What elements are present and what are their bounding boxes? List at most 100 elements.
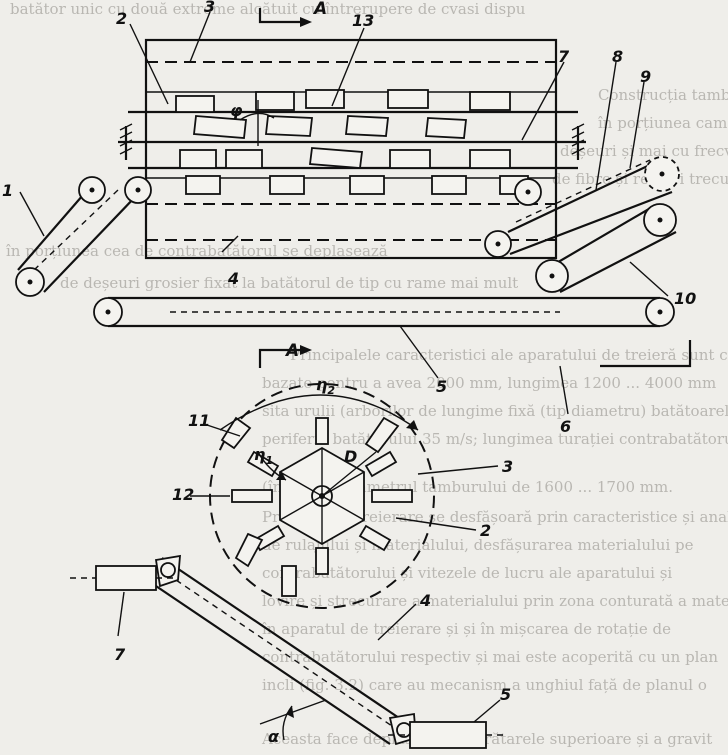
label-3-rotor: 3 xyxy=(502,457,513,476)
concave-peg xyxy=(234,532,264,568)
peg xyxy=(246,450,280,478)
rasp-bar xyxy=(264,115,314,137)
peg xyxy=(315,547,329,575)
rotation-arrow-eta1-icon xyxy=(276,472,286,480)
bg-line-9: bazate pentru a avea 2000 mm, lungimea 1… xyxy=(262,374,716,392)
beater-bar xyxy=(469,149,511,169)
beater-bars-tilted xyxy=(193,115,467,169)
beater-bar xyxy=(175,95,215,113)
section-arrow-top-icon xyxy=(300,17,312,27)
leader-3-rotor xyxy=(417,465,499,475)
bg-line-13: Procesul de treierare se desfășoară prin… xyxy=(262,508,728,526)
bg-line-15: contrabatătorului și vitezele de lucru a… xyxy=(262,564,672,582)
beater-bar xyxy=(387,89,429,109)
background-text-block: batător unic cu două extreme alcătuit cu… xyxy=(6,0,728,748)
bg-line-16: lovire și strecurare a materialului prin… xyxy=(262,592,728,610)
label-12: 12 xyxy=(172,485,194,504)
phi-label: φ xyxy=(230,101,243,120)
beater-bar xyxy=(269,175,305,195)
left-bearing xyxy=(119,123,133,160)
section-marker-bottom xyxy=(258,348,300,368)
peg xyxy=(231,489,273,503)
bg-line-17: în aparatul de treierare și și în mișcar… xyxy=(262,620,671,638)
peg xyxy=(252,524,286,552)
beater-bar xyxy=(179,149,217,169)
beater-bar xyxy=(389,149,431,169)
label-6: 6 xyxy=(560,417,571,436)
concave-peg xyxy=(220,416,252,450)
peg xyxy=(315,417,329,445)
rasp-bar xyxy=(308,147,364,169)
right-bearing xyxy=(571,123,585,160)
label-13: 13 xyxy=(352,11,374,30)
label-1: 1 xyxy=(2,181,13,200)
drum-pegs xyxy=(220,416,413,597)
top-view-drawing: φ A A xyxy=(2,0,696,436)
label-3: 3 xyxy=(204,0,215,16)
beater-bar xyxy=(469,91,511,111)
beater-bar xyxy=(349,175,385,195)
beater-bar xyxy=(185,175,221,195)
label-8: 8 xyxy=(612,47,623,66)
label-11: 11 xyxy=(188,411,210,430)
phi-arc xyxy=(239,112,275,121)
leader-5-incline xyxy=(473,699,501,723)
discharge-conveyor-right xyxy=(484,156,680,293)
label-4: 4 xyxy=(227,269,239,288)
drum-spokes xyxy=(279,448,365,544)
bottom-conveyor xyxy=(93,296,692,368)
eta2-label: η2 xyxy=(316,375,335,397)
label-10: 10 xyxy=(674,289,696,308)
label-2-rotor: 2 xyxy=(480,521,491,540)
bg-line-1: batător unic cu două extreme alcătuit cu… xyxy=(10,0,526,18)
label-7-incline: 7 xyxy=(114,645,126,664)
leader-7-incline xyxy=(117,591,125,637)
section-label-bottom: A xyxy=(284,341,299,361)
rotor-view-drawing: η2 η1 D 11 12 3 2 xyxy=(172,375,513,609)
beater-bar xyxy=(225,149,263,169)
concave-peg xyxy=(364,416,400,454)
label-5-incline: 5 xyxy=(500,685,511,704)
peg xyxy=(371,489,413,503)
d-label: D xyxy=(344,447,357,466)
rasp-bar xyxy=(344,115,390,137)
bg-line-11: periferia batătorului 35 m/s; lungimea t… xyxy=(262,430,728,448)
housing-outline xyxy=(144,38,558,260)
label-5: 5 xyxy=(436,377,447,396)
beater-bars-upper xyxy=(175,89,511,113)
bg-line-2: Construcția tamburului deșeuri fixat (de… xyxy=(598,86,728,104)
incline-roller-upper xyxy=(160,562,176,578)
outlet-box-5 xyxy=(409,721,487,749)
bg-line-6: în porțiunea cea de contrabatătorul se d… xyxy=(6,242,388,260)
beater-bar xyxy=(305,89,345,109)
eta1-label: η1 xyxy=(254,445,273,467)
label-9: 9 xyxy=(640,67,651,86)
bg-line-8: Principalele caracteristici ale aparatul… xyxy=(290,346,728,364)
alpha-arrow-icon xyxy=(286,706,294,718)
bg-line-10: sita urulii (arborilor de lungime fixă (… xyxy=(262,402,728,420)
feed-conveyor-left xyxy=(15,176,152,297)
beater-bar xyxy=(431,175,467,195)
bg-line-5: de fibre și resturi trecute la batătorul… xyxy=(552,170,728,188)
leader-4-incline xyxy=(377,603,417,641)
label-4-incline: 4 xyxy=(419,591,431,610)
label-2: 2 xyxy=(116,9,127,28)
rotation-arc-eta2 xyxy=(219,394,419,431)
label-7: 7 xyxy=(558,47,570,66)
section-label-top: A xyxy=(312,0,327,19)
section-marker-top xyxy=(258,8,300,24)
concave-peg xyxy=(281,565,297,597)
peg xyxy=(358,524,392,552)
bg-line-4: deșeuri și mai cu frecvența fazelor în s… xyxy=(560,142,728,160)
rasp-bar xyxy=(425,117,467,139)
incline-view-drawing: α 7 4 5 xyxy=(70,554,511,749)
rasp-bar xyxy=(193,115,247,139)
peg xyxy=(364,450,398,478)
bg-line-7: de deșeuri grosier fixat la batătorul de… xyxy=(60,274,518,292)
beater-bar xyxy=(255,91,295,111)
incline-belt-bottom xyxy=(149,581,391,745)
bg-line-3: în porțiunea camerei de lucru și contura… xyxy=(598,114,728,132)
bg-line-19: incli (fig. 3.2) care au mecanism a ungh… xyxy=(262,676,707,694)
diameter-line xyxy=(321,451,377,497)
